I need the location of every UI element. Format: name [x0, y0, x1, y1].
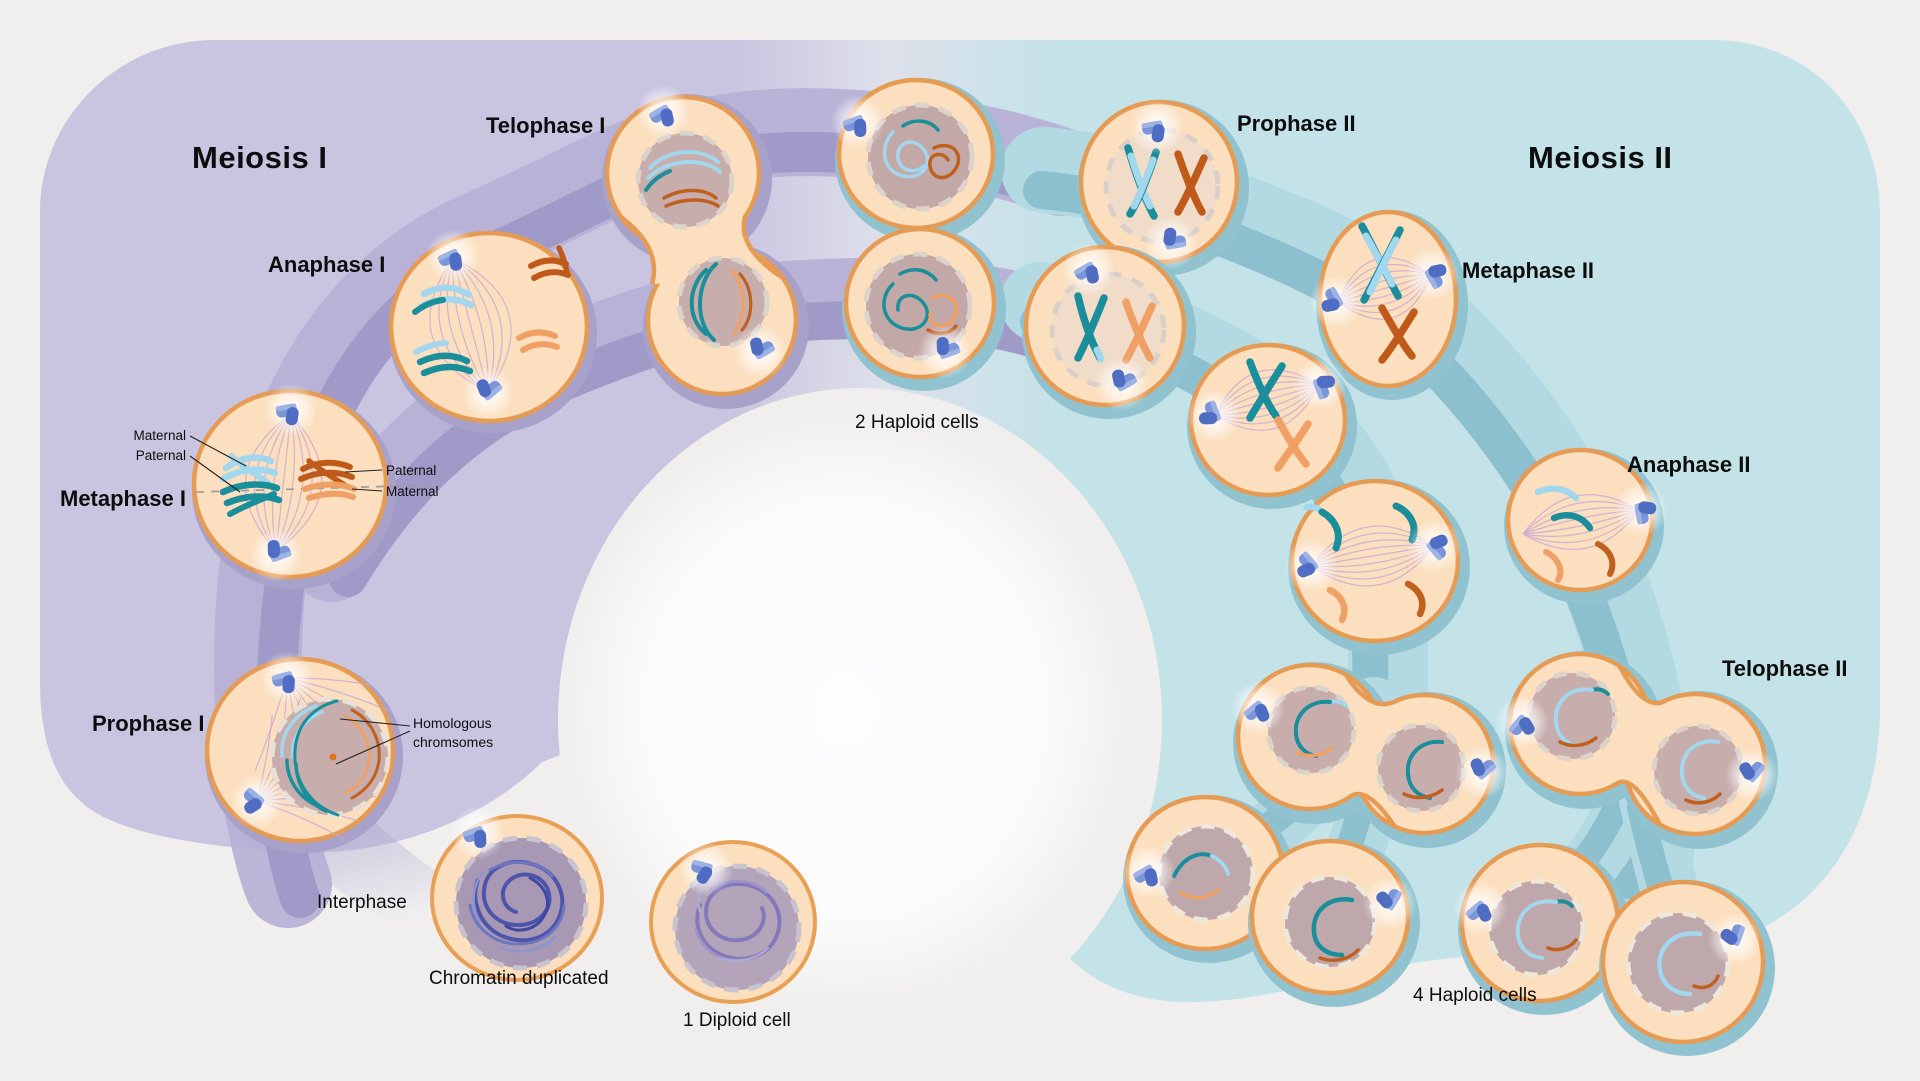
label-prophase-2: Prophase II: [1237, 111, 1356, 136]
cell-haploid-top: [823, 77, 1005, 242]
cell-haploid4-b: [1248, 838, 1427, 1007]
label-meiosis-2: Meiosis II: [1528, 140, 1673, 175]
label-homologous-line1: Homologous: [413, 715, 492, 731]
label-homologous-chromosomes: Homologous chromsomes: [413, 714, 533, 752]
cell-haploid-bottom: [842, 226, 1006, 391]
telophase2-left-chromosomes: [1293, 699, 1444, 800]
label-telophase-1: Telophase I: [486, 113, 606, 138]
haploid-top-chromatin: [882, 119, 961, 180]
arch-hole-glow: [560, 410, 1130, 1010]
cell-telophase-2-right: [1483, 651, 1791, 849]
label-diploid-cell: 1 Diploid cell: [683, 1010, 791, 1031]
telophase1-chromosomes: [644, 150, 753, 342]
prophase2-top-chromosomes: [1124, 144, 1208, 220]
label-metaphase-2: Metaphase II: [1462, 258, 1595, 283]
cell-telophase-1: [602, 75, 809, 409]
label-paternal-left: Paternal: [135, 448, 186, 463]
label-4-haploid-cells: 4 Haploid cells: [1413, 985, 1537, 1006]
label-meiosis-1: Meiosis I: [192, 140, 328, 175]
cell-anaphase-1: [388, 220, 597, 433]
metaphase2-bottom-chromosomes: [1246, 358, 1312, 472]
anaphase2-right-chromosomes: [1534, 485, 1616, 583]
metaphase-plate-line: [195, 484, 435, 493]
cell-metaphase-2-top: [1299, 209, 1469, 400]
metaphase2-top-chromosomes: [1358, 222, 1418, 364]
label-homologous-line2: chromsomes: [413, 734, 494, 750]
annotation-lines: [189, 435, 411, 765]
cell-interphase-chromatin: [430, 798, 604, 982]
cell-haploid4-a: [1111, 794, 1295, 963]
cell-telophase-2-left: [1219, 662, 1521, 848]
cell-interphase-diploid: [649, 835, 817, 1004]
label-interphase: Interphase: [317, 892, 407, 913]
label-metaphase-1: Metaphase I: [60, 486, 186, 511]
label-maternal-left: Maternal: [133, 428, 186, 443]
label-anaphase-1: Anaphase I: [268, 252, 386, 277]
telophase2-right-chromosomes: [1553, 687, 1722, 805]
label-maternal-right: Maternal: [386, 484, 439, 499]
label-chromatin-duplicated: Chromatin duplicated: [429, 968, 609, 989]
chromatin-scribbles: [468, 859, 566, 953]
cell-anaphase-2-right: [1504, 447, 1673, 604]
cell-anaphase-2-left: [1272, 478, 1473, 655]
label-anaphase-2: Anaphase II: [1627, 452, 1751, 477]
cell-haploid4-d: [1599, 879, 1775, 1056]
anaphase1-chromosomes: [412, 245, 571, 377]
cell-metaphase-1: [191, 378, 435, 590]
cell-metaphase-2-bottom: [1179, 342, 1357, 509]
label-prophase-1: Prophase I: [92, 711, 205, 736]
metaphase1-chromosomes: [219, 453, 357, 517]
cell-prophase-2-bottom: [1022, 232, 1196, 421]
label-paternal-right: Paternal: [386, 463, 437, 478]
cell-haploid4-c: [1441, 842, 1630, 1015]
prophase2-bottom-chromosomes: [1074, 292, 1156, 364]
label-2-haploid-cells: 2 Haploid cells: [855, 412, 979, 433]
label-telophase-2: Telophase II: [1722, 656, 1848, 681]
cell-prophase-2-top: [1077, 95, 1249, 276]
